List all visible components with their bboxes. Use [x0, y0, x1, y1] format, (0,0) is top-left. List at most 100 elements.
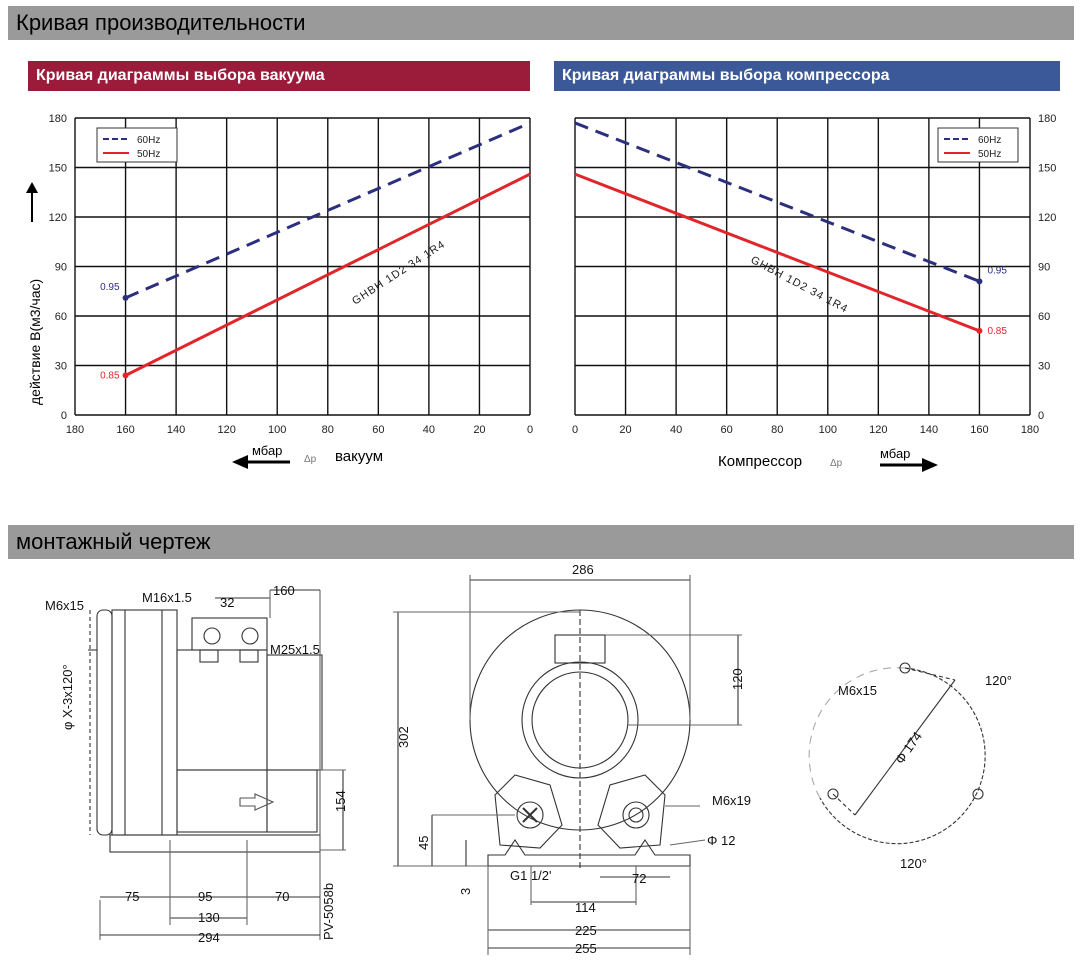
vacuum-ytick-label: 150: [49, 163, 67, 175]
flange-angle-top: 120°: [985, 673, 1012, 688]
compressor-xtick-label: 120: [869, 424, 887, 436]
side-m25-label: M25x1.5: [270, 642, 320, 657]
vacuum-legend-label-50Hz: 50Hz: [137, 149, 160, 160]
compressor-ytick-label: 150: [1038, 163, 1056, 175]
vacuum-delta: Δp: [304, 454, 317, 465]
side-dim-70: 70: [275, 889, 289, 904]
side-dim-75: 75: [125, 889, 139, 904]
front-m6x19-label: M6x19: [712, 793, 751, 808]
vacuum-endpoint-60Hz: [122, 294, 129, 301]
compressor-xtick-label: 0: [572, 424, 578, 436]
compressor-chart: 0 20 40 60 80 100 120 140 160 180 0 30 60 90 120 150 180…: [572, 113, 1056, 436]
side-dim-154: 154: [333, 790, 348, 812]
compressor-legend-label-50Hz: 50Hz: [978, 149, 1001, 160]
vacuum-xtick-label: 80: [322, 424, 334, 436]
compressor-ytick-label: 30: [1038, 361, 1050, 373]
flange-phi174-label: Φ 174: [892, 729, 925, 767]
compressor-unit: мбар: [880, 446, 910, 461]
compressor-series-50Hz: [574, 172, 980, 333]
vacuum-series-60Hz: [124, 121, 531, 300]
compressor-xtick-label: 60: [721, 424, 733, 436]
vacuum-xtick-label: 100: [268, 424, 286, 436]
vacuum-ytick-label: 120: [49, 212, 67, 224]
side-dim-32: 32: [220, 595, 234, 610]
vacuum-xtick-label: 40: [423, 424, 435, 436]
vacuum-series-50Hz: [124, 172, 531, 377]
compressor-xtick-label: 20: [619, 424, 631, 436]
front-dim-302: 302: [396, 726, 411, 748]
front-dim-286: 286: [572, 562, 594, 577]
vacuum-ytick-label: 0: [61, 410, 67, 422]
compressor-direction-arrow: [880, 458, 938, 472]
y-axis-arrow: [26, 182, 38, 222]
vacuum-endpoint-50Hz: [122, 372, 129, 379]
vacuum-model-label: GHBH 1D2 34 1R4: [350, 238, 448, 307]
compressor-ytick-label: 180: [1038, 113, 1056, 125]
side-view: [88, 589, 346, 940]
vacuum-ytick-label: 90: [55, 262, 67, 274]
compressor-xtick-label: 140: [920, 424, 938, 436]
front-dim-255: 255: [575, 941, 597, 956]
flange-view: [808, 662, 986, 845]
side-phi-label: φ X-3x120°: [60, 664, 75, 730]
vacuum-endpoint-label-50Hz: 0.85: [100, 370, 120, 381]
compressor-endpoint-60Hz: [976, 278, 983, 285]
compressor-xtick-label: 160: [970, 424, 988, 436]
flange-m6x15-label: M6x15: [838, 683, 877, 698]
vacuum-xtick-label: 160: [116, 424, 134, 436]
front-dim-120: 120: [730, 668, 745, 690]
front-dim-72: 72: [632, 871, 646, 886]
side-dim-130: 130: [198, 910, 220, 925]
side-dim-294: 294: [198, 930, 220, 945]
compressor-ytick-label: 120: [1038, 212, 1056, 224]
compressor-legend-label-60Hz: 60Hz: [978, 135, 1001, 146]
vacuum-ytick-label: 30: [55, 361, 67, 373]
side-model-label: PV-5058b: [321, 883, 336, 940]
vacuum-xtick-label: 180: [66, 424, 84, 436]
vacuum-xtick-label: 20: [473, 424, 485, 436]
y-axis-label: действие B(м3/час): [27, 279, 43, 405]
performance-section-title: Кривая производительности: [8, 6, 1074, 40]
side-m16-label: M16x1.5: [142, 590, 192, 605]
vacuum-xtick-label: 0: [527, 424, 533, 436]
vacuum-xtick-label: 60: [372, 424, 384, 436]
flange-angle-bottom: 120°: [900, 856, 927, 871]
side-dim-160: 160: [273, 583, 295, 598]
compressor-xtick-label: 40: [670, 424, 682, 436]
front-dim-114: 114: [575, 900, 596, 915]
vacuum-ytick-label: 60: [55, 311, 67, 323]
mounting-drawing: M6x15 M16x1.5 32 160 M25x1.5 φ X-3x120° …: [45, 562, 1012, 956]
compressor-ytick-label: 90: [1038, 262, 1050, 274]
vacuum-chart-title: Кривая диаграммы выбора вакуума: [28, 61, 530, 91]
vacuum-legend: [96, 127, 178, 163]
compressor-legend: [937, 127, 1019, 163]
front-g1-label: G1 1/2': [510, 868, 552, 883]
front-view: [393, 575, 742, 955]
compressor-ytick-label: 60: [1038, 311, 1050, 323]
compressor-xtick-label: 180: [1021, 424, 1039, 436]
side-m6x15-label: M6x15: [45, 598, 84, 613]
compressor-series-60Hz: [574, 121, 980, 283]
vacuum-axis-word: вакуум: [335, 448, 383, 465]
compressor-xtick-label: 80: [771, 424, 783, 436]
compressor-ytick-label: 0: [1038, 410, 1044, 422]
vacuum-unit: мбар: [252, 443, 282, 458]
front-phi12-label: Φ 12: [707, 833, 735, 848]
mounting-section-title: монтажный чертеж: [8, 525, 1074, 559]
vacuum-legend-label-60Hz: 60Hz: [137, 135, 160, 146]
performance-charts: 180 160 140 120 100 80 60 40 20 0 0 30 60 90 120 150 180…: [26, 113, 1056, 472]
vacuum-direction-arrow: [232, 455, 290, 469]
compressor-endpoint-50Hz: [976, 327, 983, 334]
compressor-axis-word: Компрессор: [718, 453, 802, 470]
vacuum-ytick-label: 180: [49, 113, 67, 125]
compressor-model-label: GHBH 1D2 34 1R4: [749, 254, 850, 316]
vacuum-endpoint-label-60Hz: 0.95: [100, 282, 120, 293]
compressor-delta: Δp: [830, 458, 843, 469]
front-dim-225: 225: [575, 923, 597, 938]
side-dim-95: 95: [198, 889, 212, 904]
front-dim-3: 3: [458, 888, 473, 895]
compressor-xtick-label: 100: [819, 424, 837, 436]
vacuum-xtick-label: 120: [217, 424, 235, 436]
compressor-chart-title: Кривая диаграммы выбора компрессора: [554, 61, 1060, 91]
